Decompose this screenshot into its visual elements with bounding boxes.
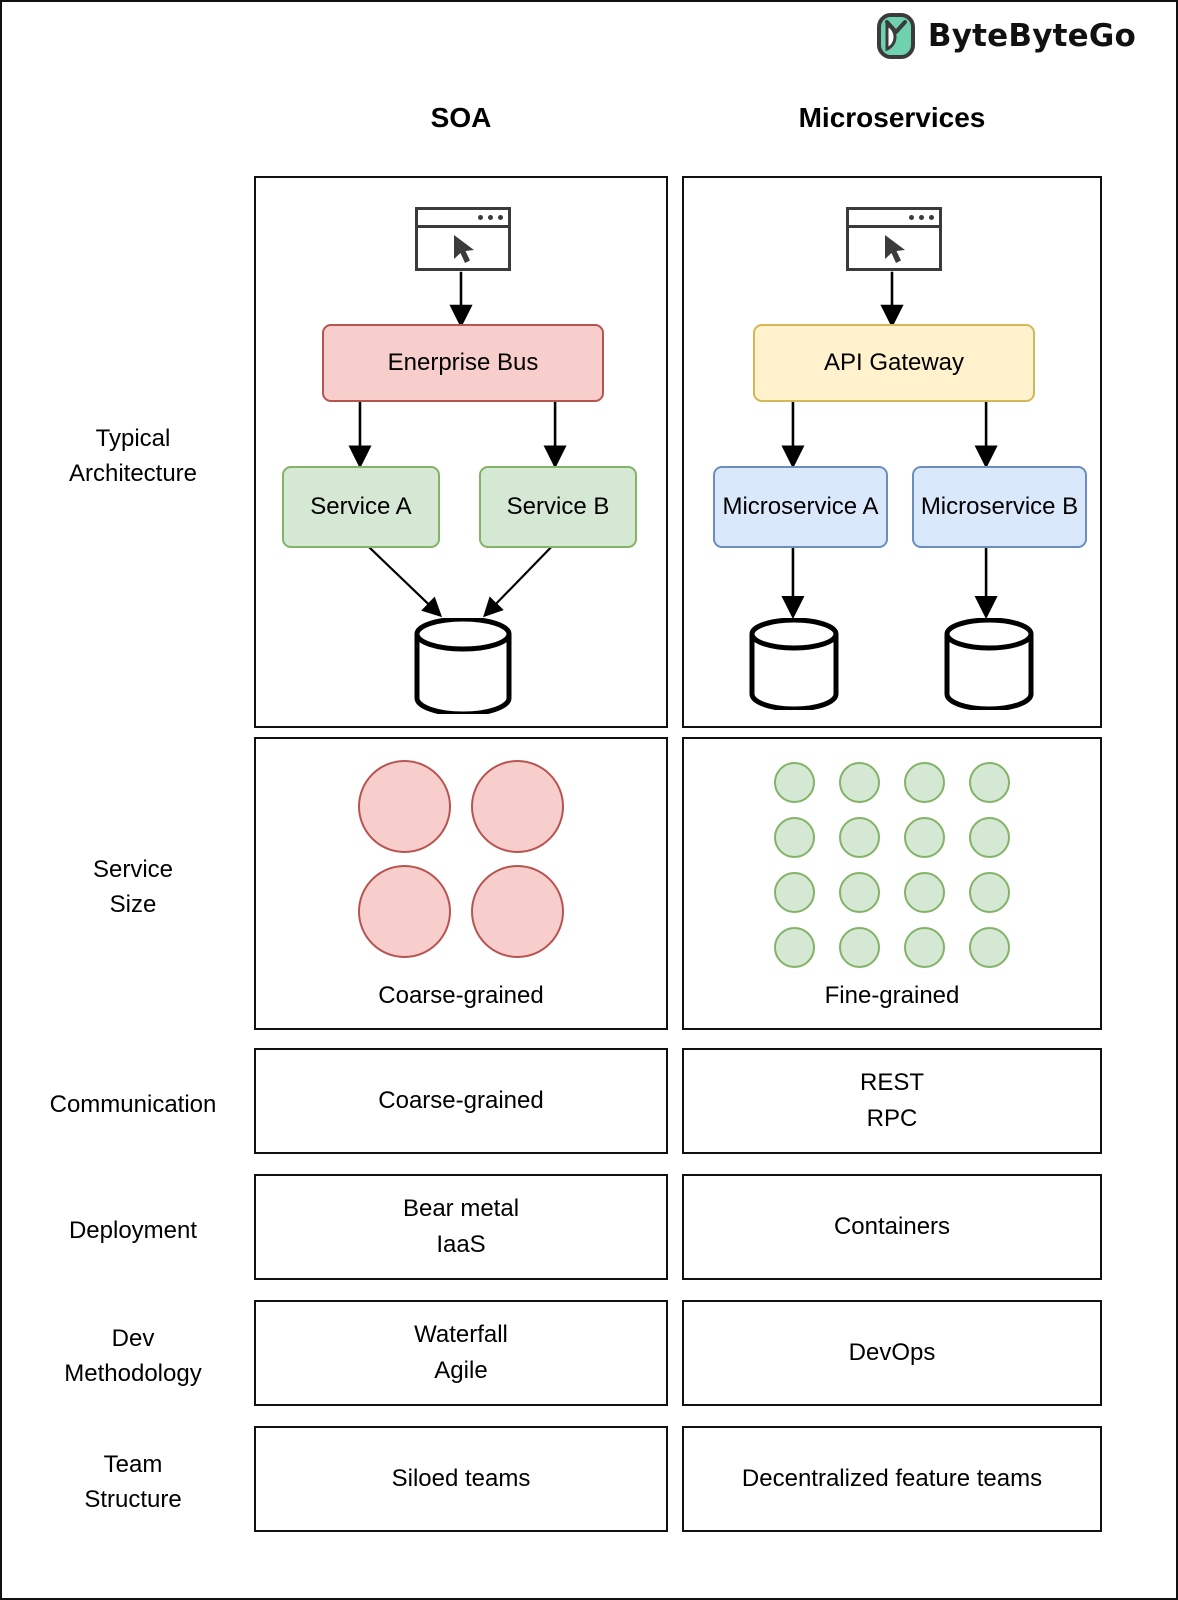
cell-communication-soa: Coarse-grained: [254, 1048, 668, 1154]
dot-row: [762, 755, 1022, 810]
service-dot: [358, 760, 451, 853]
browser-titlebar: [849, 210, 939, 228]
browser-dot-icon: [929, 215, 934, 220]
cell-dev-methodology-soa: Waterfall Agile: [254, 1300, 668, 1406]
column-header-soa: SOA: [430, 102, 492, 133]
row-label-communication: Communication: [49, 1091, 217, 1118]
service-dot: [471, 865, 564, 958]
service-dot: [471, 760, 564, 853]
coarse-grained-dot-grid: [256, 754, 666, 964]
service-dot: [839, 927, 880, 968]
brand-name: ByteByteGo: [927, 18, 1136, 54]
row-label-deployment: Deployment: [68, 1217, 198, 1244]
cell-deployment-soa: Bear metal IaaS: [254, 1174, 668, 1280]
service-dot: [839, 872, 880, 913]
service-dot: [839, 762, 880, 803]
node-microservice-a[interactable]: Microservice A: [713, 466, 888, 548]
service-dot: [358, 865, 451, 958]
service-dot: [774, 872, 815, 913]
mouse-cursor-icon: [454, 235, 474, 263]
cell-deployment-microservices: Containers: [682, 1174, 1102, 1280]
browser-dot-icon: [909, 215, 914, 220]
dot-row: [348, 859, 574, 964]
dot-row: [348, 754, 574, 859]
cell-typical-architecture-microservices: API Gateway Microservice A Microservice …: [682, 176, 1102, 728]
service-dot: [904, 762, 945, 803]
column-header-microservices: Microservices: [798, 102, 986, 133]
cell-dev-methodology-microservices: DevOps: [682, 1300, 1102, 1406]
cell-team-structure-microservices: Decentralized feature teams: [682, 1426, 1102, 1532]
service-dot: [774, 817, 815, 858]
node-enterprise-bus[interactable]: Enerprise Bus: [322, 324, 604, 402]
client-browser-icon-microservices: [846, 207, 942, 271]
database-cylinder-icon: [414, 618, 512, 714]
service-dot: [839, 817, 880, 858]
dot-row: [762, 810, 1022, 865]
client-browser-icon-soa: [415, 207, 511, 271]
mouse-cursor-icon: [885, 235, 905, 263]
cell-team-structure-soa: Siloed teams: [254, 1426, 668, 1532]
service-size-caption-soa: Coarse-grained: [378, 982, 544, 1009]
row-label-service-size: Service Size: [92, 856, 174, 918]
fine-grained-dot-grid: [684, 755, 1100, 975]
dot-row: [762, 920, 1022, 975]
service-dot: [904, 872, 945, 913]
service-dot: [774, 762, 815, 803]
service-dot: [969, 927, 1010, 968]
service-dot: [774, 927, 815, 968]
node-microservice-b[interactable]: Microservice B: [912, 466, 1087, 548]
node-api-gateway[interactable]: API Gateway: [753, 324, 1035, 402]
row-label-team-structure: Team Structure: [84, 1451, 182, 1513]
database-cylinder-icon: [749, 618, 839, 710]
dot-row: [762, 865, 1022, 920]
cell-service-size-microservices: Fine-grained: [682, 737, 1102, 1030]
row-label-typical-architecture: Typical Architecture: [68, 425, 198, 487]
browser-dot-icon: [919, 215, 924, 220]
browser-dot-icon: [498, 215, 503, 220]
service-dot: [904, 927, 945, 968]
browser-titlebar: [418, 210, 508, 228]
row-label-dev-methodology: Dev Methodology: [64, 1325, 202, 1387]
node-service-a[interactable]: Service A: [282, 466, 440, 548]
service-dot: [904, 817, 945, 858]
cell-typical-architecture-soa: Enerprise Bus Service A Service B: [254, 176, 668, 728]
bytebytego-leaf-logo-icon: [876, 13, 915, 59]
database-cylinder-icon: [944, 618, 1034, 710]
browser-dot-icon: [478, 215, 483, 220]
cell-communication-microservices: REST RPC: [682, 1048, 1102, 1154]
service-dot: [969, 872, 1010, 913]
browser-dot-icon: [488, 215, 493, 220]
service-dot: [969, 762, 1010, 803]
service-dot: [969, 817, 1010, 858]
cell-service-size-soa: Coarse-grained: [254, 737, 668, 1030]
service-size-caption-microservices: Fine-grained: [824, 982, 960, 1009]
brand-logo: ByteByteGo: [876, 12, 1136, 60]
node-service-b[interactable]: Service B: [479, 466, 637, 548]
